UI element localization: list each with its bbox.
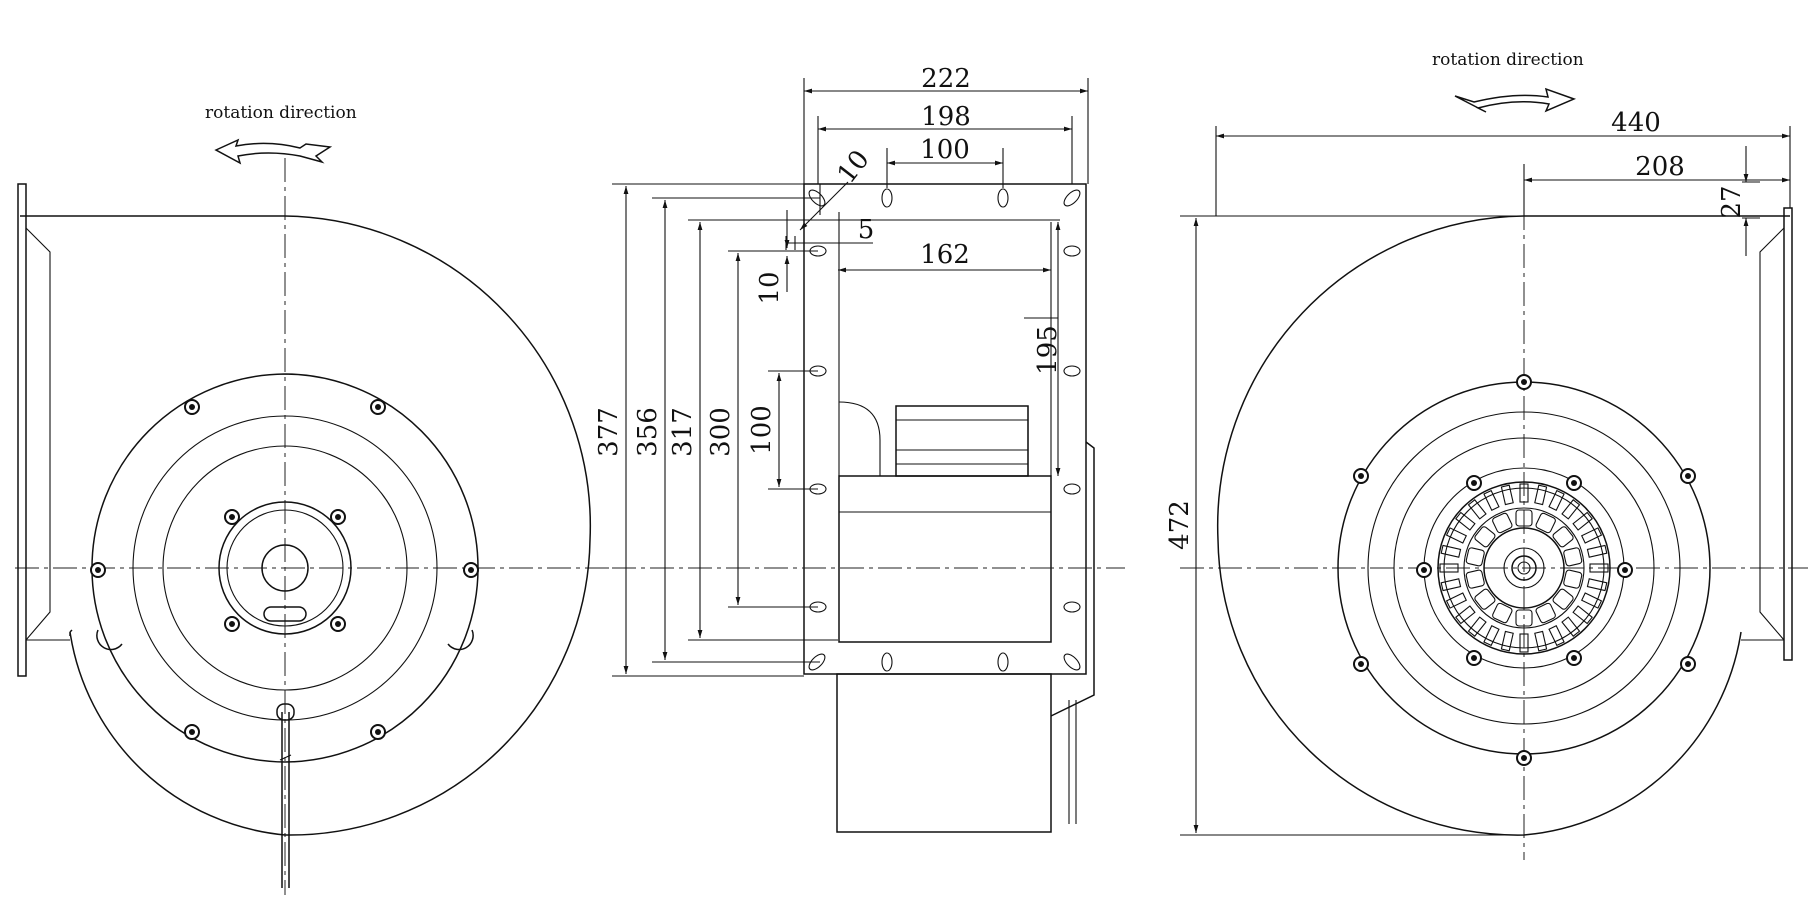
left-mounting-ring [91,373,479,763]
dim-100-vertical: 100 [747,405,777,455]
dim-377: 377 [594,407,624,457]
left-bolts [90,399,479,740]
right-flange [1783,207,1793,661]
right-bolts [1353,374,1696,766]
left-motor-hub [218,501,352,635]
right-rotation-label: rotation direction [1432,50,1584,70]
side-slots [808,188,1081,672]
dim-222: 222 [921,64,971,94]
dim-100-horizontal: 100 [920,135,970,165]
dim-208: 208 [1635,152,1685,182]
left-view: rotation direction [15,103,610,895]
right-rotation-arrow-icon [1454,87,1577,113]
left-cable [276,703,295,888]
dim-198: 198 [921,102,971,132]
left-flange [17,183,27,677]
dim-440: 440 [1611,108,1661,138]
left-rotation-label: rotation direction [205,103,357,123]
side-view: 222 198 100 162 10 5 10 377 356 317 [594,64,1125,833]
dim-317: 317 [668,407,698,457]
dim-300: 300 [706,407,736,457]
right-motor-rotor [1437,481,1611,655]
side-outlet [836,673,1052,833]
dim-356: 356 [633,407,663,457]
dim-27: 27 [1717,185,1747,218]
left-housing-outline [20,215,592,836]
side-motor-body [838,475,1052,643]
dim-162: 162 [920,240,970,270]
dim-10-slot: 10 [832,145,876,190]
dim-472: 472 [1165,500,1195,550]
dim-5: 5 [858,215,875,245]
dim-195: 195 [1033,325,1063,375]
side-fan-drum [895,405,1029,477]
right-housing-outline [1216,215,1790,836]
right-view: rotation direction [1165,50,1808,860]
left-shaft-hole [261,544,309,592]
dim-10-vertical: 10 [755,271,785,304]
side-bracket [1050,441,1095,717]
left-rotation-arrow-icon [214,138,333,165]
